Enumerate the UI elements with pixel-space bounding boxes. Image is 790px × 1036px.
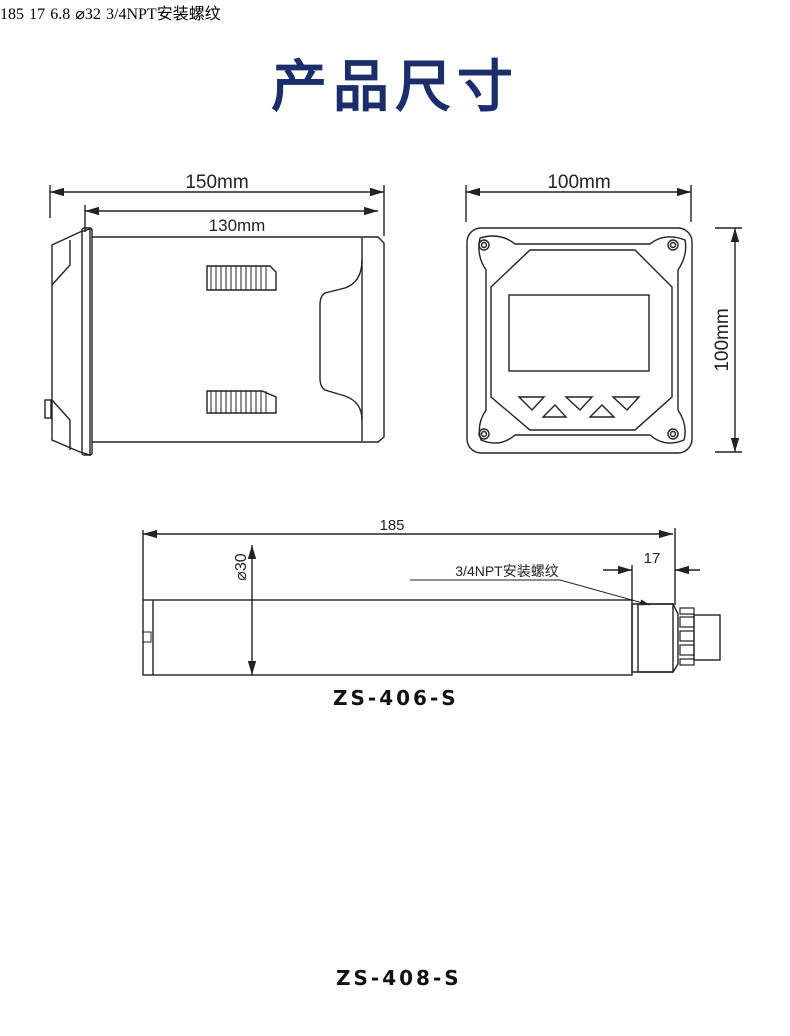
sensor-406-diameter: ⌀30 bbox=[233, 553, 250, 581]
controller-side-view bbox=[44, 185, 385, 456]
sensor-408-thread-length: 17 bbox=[29, 6, 46, 23]
sensor-406-thread-label: 3/4NPT安装螺纹 bbox=[455, 563, 558, 579]
dim-body-length: 130mm bbox=[209, 216, 266, 235]
dim-front-height: 100mm bbox=[712, 308, 733, 371]
sensor-408-cap-offset: 6.8 bbox=[50, 6, 71, 23]
up-button-2 bbox=[588, 404, 616, 418]
dim-front-width: 100mm bbox=[547, 172, 610, 193]
sensor-408-diameter: ⌀32 bbox=[75, 6, 101, 23]
sensor-408-model: ZS-408-S bbox=[336, 966, 462, 990]
page-title: 产品尺寸 bbox=[271, 55, 519, 120]
sensor-408-thread-label: 3/4NPT安装螺纹 bbox=[106, 6, 221, 23]
controller-front-view bbox=[465, 185, 742, 454]
sensor-406-drawing bbox=[142, 528, 721, 676]
up-button-1 bbox=[541, 403, 568, 418]
sensor-406-length: 185 bbox=[379, 517, 404, 534]
sensor-406-thread-length: 17 bbox=[644, 550, 661, 567]
sensor-408-length: 185 bbox=[0, 6, 24, 23]
sensor-406-model: ZS-406-S bbox=[333, 686, 459, 710]
down-button-3 bbox=[611, 396, 641, 411]
down-button-2 bbox=[564, 396, 594, 411]
dim-overall-length: 150mm bbox=[185, 172, 248, 193]
down-button-1 bbox=[517, 396, 546, 412]
